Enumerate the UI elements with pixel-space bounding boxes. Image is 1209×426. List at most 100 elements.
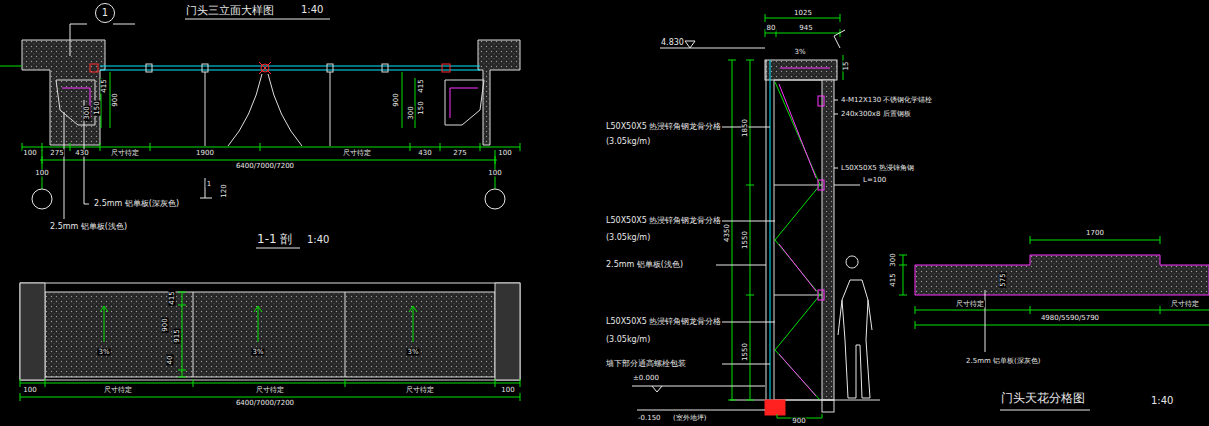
drawing-rect [818,96,824,106]
drawing-path [268,74,302,146]
drawing-label: 275 [452,150,467,157]
drawing-label: 100 [487,170,502,177]
drawing-path [445,80,484,125]
drawing-label: 415 [890,272,897,287]
drawing-label: (3.05kg/m) [605,234,651,242]
drawing-label: 墙下部分通高螺栓包装 [605,360,687,368]
drawing-path [985,290,986,352]
drawing-line [766,60,767,400]
drawing-label: 4350 [724,223,731,243]
drawing-path [20,283,520,380]
drawing-path [56,80,95,125]
drawing-label: L50X50X5 热浸锌角钢龙骨分格 [605,318,722,326]
drawing-label: 900 [393,92,400,107]
drawing-label: 415 [169,290,176,305]
elevation-plan [22,40,520,146]
drawing-path [899,255,907,295]
drawing-path [22,143,520,164]
drawing-line [259,62,271,74]
drawing-label: 1550 [742,342,749,362]
drawing-rect [382,64,388,72]
drawing-label: 430 [74,150,89,157]
drawing-label: 300 [408,105,415,120]
drawing-path [478,40,520,145]
drawing-label: 100 [34,170,49,177]
drawing-path [838,256,872,398]
drawing-label: 80 [766,25,777,32]
drawing-path [779,84,816,396]
drawing-line [259,62,271,74]
drawing-path [915,306,1160,329]
drawing-label: 415 [418,78,425,93]
drawing-label: 2.5mm 铝单板(浅色) [49,223,128,231]
drawing-label: L=100 [862,177,887,184]
drawing-rect [45,292,495,377]
drawing-line [770,60,771,400]
drawing-label: 150 [94,100,101,115]
drawing-path [64,112,65,219]
drawing-label: 4980/5590/5790 [1040,315,1100,322]
drawing-label: 4-M12X130 不锈钢化学锚栓 [840,97,933,104]
drawing-path [637,410,765,411]
drawing-label: 1700 [1085,230,1105,237]
drawing-label: 430 [417,150,432,157]
ceiling-plan [899,236,1209,410]
drawing-path [70,24,135,25]
drawing-path [915,255,1209,295]
drawing-label: 尺寸待定 [110,150,140,157]
drawing-line [732,60,733,400]
drawing-rect [90,64,98,72]
drawing-line [774,80,775,400]
drawing-label: 1:40 [1150,396,1174,406]
drawing-path [765,14,840,37]
drawing-label: 1:40 [300,5,324,15]
drawing-line [1000,410,1090,411]
drawing-label: 945 [798,25,813,32]
callout-circle: 1 [95,3,115,23]
drawing-label: 100 [497,150,512,157]
title-underline [256,248,300,249]
drawing-line [193,292,194,377]
drawing-label: 100 [500,387,515,394]
drawing-label: 1-1 剖 [256,233,293,245]
drawing-label: 300 [890,252,897,267]
drawing-path [775,82,820,400]
drawing-label: -0.150 [637,415,662,422]
drawing-path [450,88,478,118]
drawing-label: 尺寸待定 [103,387,133,394]
drawing-path [716,127,775,364]
drawing-label: 4.830 [660,39,685,47]
drawing-label: 15 [843,61,850,72]
drawing-label: 1550 [742,230,749,250]
drawing-label: 3% [97,349,110,356]
drawing-rect [818,290,824,300]
drawing-label: 6400/7000/7200 [235,400,295,407]
drawing-label: 1850 [742,118,749,138]
drawing-label: 275 [49,150,64,157]
drawing-label: 2.5mm 铝单板(深灰色) [93,200,180,208]
drawing-label: 1 [206,181,212,188]
section-detail [632,14,880,418]
drawing-label: 3% [406,349,419,356]
drawing-line [22,147,520,148]
drawing-line [915,310,1209,311]
drawing-label: 150 [418,100,425,115]
drawing-label: 1:40 [306,235,330,245]
drawing-label: 415 [101,78,108,93]
drawing-path [728,60,754,400]
drawing-label: 575 [1000,272,1007,287]
drawing-label: ±0.000 [632,375,660,382]
drawing-label: 尺寸待定 [1170,301,1200,308]
drawing-line [205,72,206,146]
drawing-path [1030,236,1160,244]
drawing-path [228,74,262,146]
drawing-path [70,24,71,56]
drawing-label: 120 [221,183,228,198]
drawing-line [903,255,904,295]
drawing-rect [442,64,450,72]
leader-lines [64,24,212,219]
drawing-label: 门头天花分格图 [1000,392,1086,404]
axis-circle [485,189,505,209]
dimension-lines [0,66,520,189]
drawing-label: 915 [174,328,181,343]
